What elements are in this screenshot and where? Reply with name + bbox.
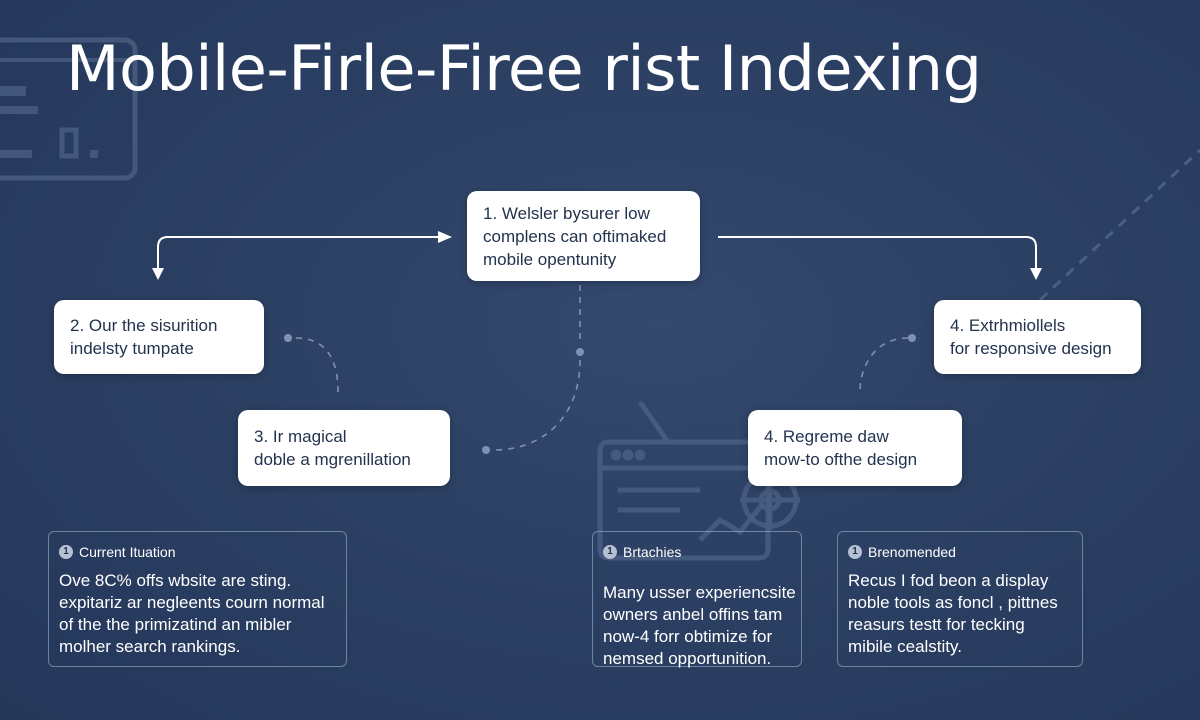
arrowhead-down-right (1030, 268, 1042, 280)
info-box-line: owners anbel offins tam (603, 605, 783, 624)
info-box-line: now-4 forr obtimize for (603, 627, 773, 646)
dashboard-icon (0, 37, 138, 181)
step-node-1: 1. Welsler bysurer low complens can ofti… (467, 191, 700, 281)
info-box-recommended: 1 Brenomended Recus I fod beon a display… (837, 531, 1083, 667)
connector-dot (284, 334, 292, 342)
node-text: 4. Extrhmiollels (950, 316, 1066, 335)
node-text: 2. Our the sisurition (70, 316, 218, 335)
step-node-2: 2. Our the sisurition indelsty tumpate (54, 300, 264, 374)
step-node-4: 4. Extrhmiollels for responsive design (934, 300, 1141, 374)
info-box-line: expitariz ar negleents courn normal (59, 593, 325, 612)
info-box-line: reasurs testt for tecking (848, 615, 1025, 634)
arrow-right (718, 236, 1037, 270)
info-box-line: of the the primizatind an mibler (59, 615, 292, 634)
solid-arrows (157, 236, 1037, 270)
info-box-line: molher search rankings. (59, 637, 241, 656)
node-text: doble a mgrenillation (254, 450, 411, 469)
node-text: indelsty tumpate (70, 339, 194, 358)
info-box-heading: Brtachies (623, 544, 682, 560)
node-text: complens can oftimaked (483, 226, 667, 246)
info-box-challenges: 1 Brtachies Many usser experiencsite own… (592, 531, 802, 668)
decorative-dashed-line (1038, 148, 1200, 302)
connector-dot (482, 446, 490, 454)
info-number-badge: 1 (848, 545, 862, 559)
info-box-heading: Brenomended (868, 544, 956, 560)
info-box-line: nemsed opportunition. (603, 649, 772, 668)
node-text: 1. Welsler bysurer low (483, 203, 650, 223)
info-box-line: Ove 8C% offs wbsite are sting. (59, 571, 292, 590)
step-node-3: 3. Ir magical doble a mgrenillation (238, 410, 450, 486)
info-number-badge: 1 (603, 545, 617, 559)
info-number-badge: 1 (59, 545, 73, 559)
dashed-connectors (295, 285, 909, 451)
arrow-left (157, 236, 440, 270)
node-text: 3. Ir magical (254, 427, 347, 446)
info-box-line: Many usser experiencsite (603, 583, 796, 602)
connector-dot (576, 348, 584, 356)
node-text: 4. Regreme daw (764, 427, 889, 446)
info-box-header: 1 Current Ituation (59, 544, 336, 560)
info-box-header: 1 Brenomended (848, 544, 1072, 560)
info-box-header: 1 Brtachies (603, 544, 791, 560)
node-text: for responsive design (950, 339, 1112, 358)
info-box-line: Recus I fod beon a display (848, 571, 1049, 590)
arrowhead-right (438, 231, 452, 243)
page-title: Mobile-Firle-Firee rist Indexing (66, 32, 982, 105)
node-text: mow-to ofthe design (764, 450, 918, 469)
info-box-current-situation: 1 Current Ituation Ove 8C% offs wbsite a… (48, 531, 347, 667)
node-text: mobile opentunity (483, 249, 617, 269)
connector-dot (908, 334, 916, 342)
arrowhead-down-left (152, 268, 164, 280)
step-node-5: 4. Regreme daw mow-to ofthe design (748, 410, 962, 486)
info-box-line: noble tools as foncl , pittnes (848, 593, 1058, 612)
info-box-line: mibile cealstity. (848, 637, 962, 656)
info-box-heading: Current Ituation (79, 544, 176, 560)
